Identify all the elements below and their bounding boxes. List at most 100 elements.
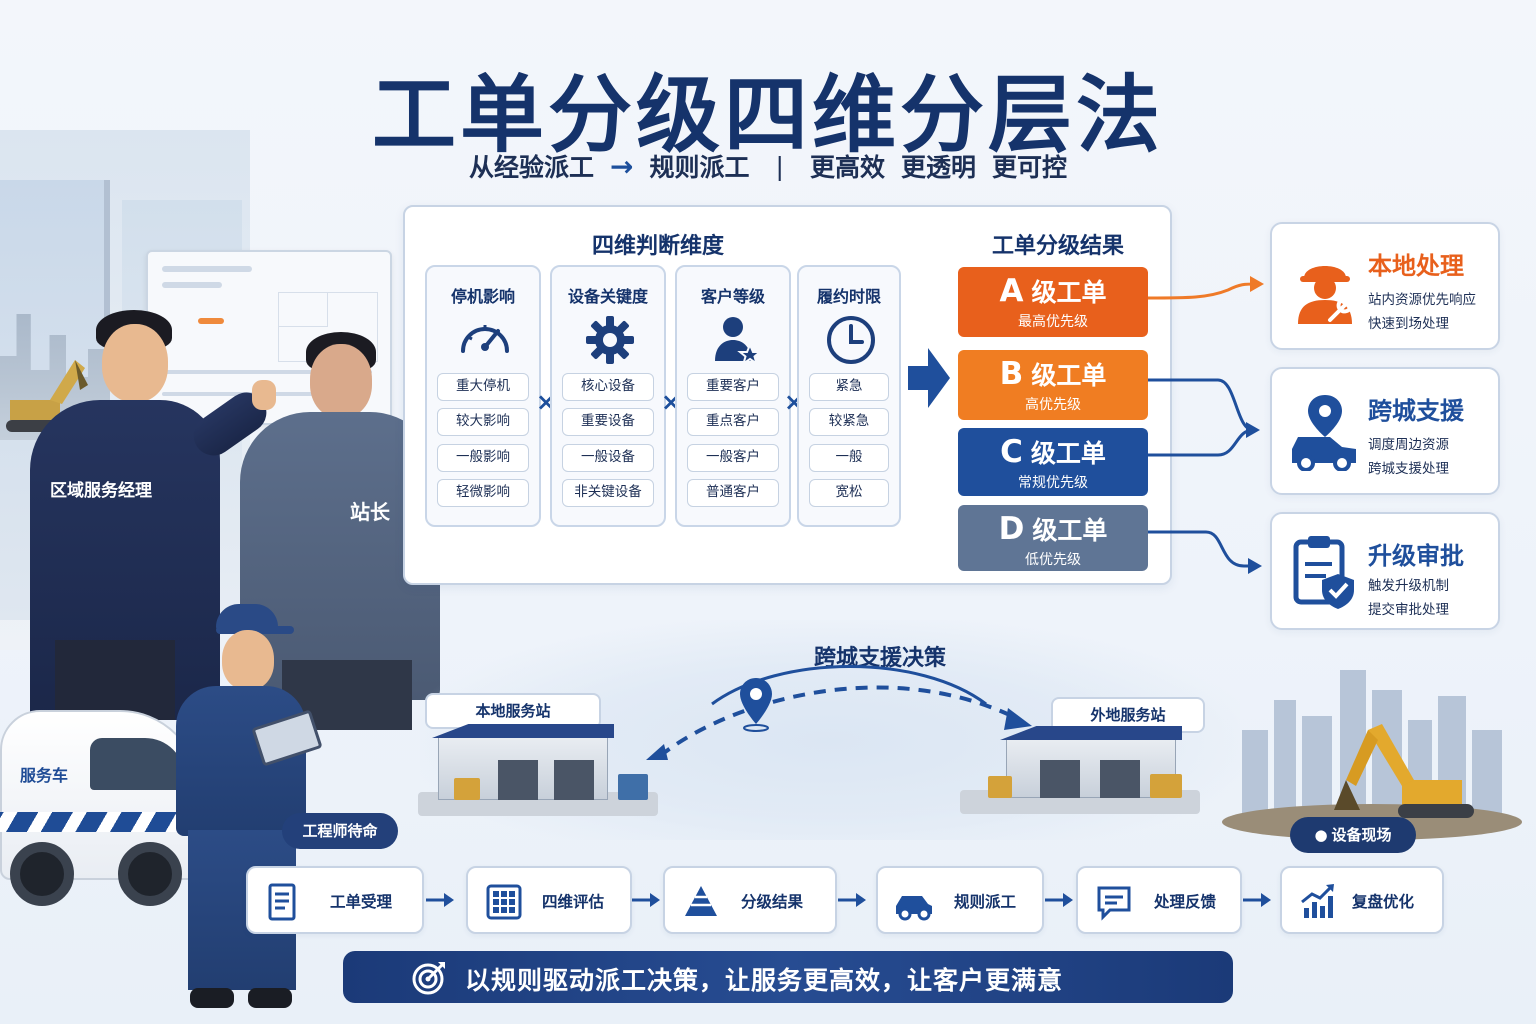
level-letter: D [998, 511, 1025, 547]
growth-chart-icon [1301, 884, 1334, 918]
dimension-column-criticality: 设备关键度 核心设备 重要设备 一般设备 非关键设备 [550, 265, 666, 527]
dimension-item: 普通客户 [687, 479, 779, 507]
dimension-item: 一般影响 [437, 444, 529, 472]
dimension-name: 设备关键度 [567, 287, 648, 306]
dimension-column-downtime: 停机影响 重大停机 较大影响 一般影响 轻微影响 [425, 265, 541, 527]
clipboard-shield-icon [1293, 536, 1354, 609]
clock-icon [827, 316, 875, 364]
subtitle-benefit: 更高效 [809, 153, 885, 182]
arrow-right-icon: → [610, 149, 634, 183]
action-title: 跨城支援 [1368, 397, 1464, 425]
van-wheel [118, 842, 182, 906]
page-subtitle: 从经验派工 → 规则派工 | 更高效 更透明 更可控 [0, 148, 1536, 184]
dimension-item: 较紧急 [809, 408, 889, 436]
truck-icon [896, 896, 932, 921]
process-step-label: 规则派工 [954, 893, 1017, 911]
gauge-icon [461, 325, 509, 353]
results-title: 工单分级结果 [991, 234, 1124, 259]
subtitle-from: 从经验派工 [469, 153, 595, 182]
van-label: 服务车 [20, 766, 69, 785]
van-window [90, 738, 185, 790]
local-station-illustration [418, 724, 658, 820]
level-letter: B [999, 356, 1024, 392]
level-letter: C [1000, 434, 1023, 470]
dimension-name: 履约时限 [816, 287, 881, 306]
equipment-site-label: 设备现场 [1331, 826, 1392, 844]
action-card-local-handling: 本地处理 站内资源优先响应 快速到场处理 [1270, 222, 1500, 350]
location-pin-icon [740, 678, 772, 732]
arrow-right-icon [838, 893, 866, 907]
arrow-right-icon [1243, 893, 1271, 907]
action-title: 升级审批 [1368, 542, 1464, 570]
dimension-item: 重点客户 [687, 408, 779, 436]
arrow-right-icon [1045, 893, 1073, 907]
target-icon [412, 962, 445, 995]
dimension-item: 紧急 [809, 373, 889, 401]
level-priority: 最高优先级 [1018, 314, 1088, 330]
process-step-label: 分级结果 [741, 893, 804, 911]
equipment-site-illustration [1222, 670, 1522, 840]
dimension-item: 一般客户 [687, 444, 779, 472]
engineer-status-pill: 工程师待命 [282, 813, 398, 849]
dimension-item: 重大停机 [437, 373, 529, 401]
process-step-review: 复盘优化 [1280, 866, 1444, 934]
process-step-label: 处理反馈 [1154, 893, 1217, 911]
engineer [170, 600, 320, 1020]
dimension-item: 核心设备 [562, 373, 654, 401]
process-step-label: 四维评估 [542, 893, 605, 911]
page-title: 工单分级四维分层法 [371, 66, 1164, 164]
level-name: 级工单 [1031, 361, 1107, 390]
subtitle-benefit: 更透明 [900, 153, 976, 182]
dimension-item: 较大影响 [437, 408, 529, 436]
dimension-column-deadline: 履约时限 紧急 较紧急 一般 宽松 [797, 265, 901, 527]
subtitle-benefit: 更可控 [991, 153, 1067, 182]
dimension-name: 客户等级 [700, 287, 765, 306]
remote-station-illustration [960, 726, 1200, 822]
action-line: 调度周边资源 [1368, 437, 1449, 453]
van-wheel [10, 842, 74, 906]
dimension-item: 重要设备 [562, 408, 654, 436]
dimension-item: 一般 [809, 444, 889, 472]
level-priority: 低优先级 [1025, 552, 1081, 568]
action-card-cross-city: 跨城支援 调度周边资源 跨城支援处理 [1270, 367, 1500, 495]
pyramid-icon [685, 886, 717, 916]
level-priority: 常规优先级 [1018, 475, 1088, 491]
dimension-item: 轻微影响 [437, 479, 529, 507]
document-icon [268, 883, 296, 921]
grid-icon [486, 884, 522, 920]
process-step-grading: 分级结果 [663, 866, 837, 934]
action-title: 本地处理 [1368, 252, 1464, 280]
process-step-intake: 工单受理 [246, 866, 424, 934]
dimension-name: 停机影响 [450, 287, 515, 306]
van-location-icon [1292, 395, 1356, 471]
subtitle-separator: | [775, 151, 784, 181]
manager-jacket-label: 区域服务经理 [50, 481, 152, 501]
level-name: 级工单 [1030, 439, 1106, 468]
chat-icon [1097, 886, 1131, 921]
local-station-label: 本地服务站 [425, 693, 601, 729]
level-letter: A [999, 273, 1024, 309]
level-priority: 高优先级 [1025, 397, 1081, 413]
process-step-label: 工单受理 [330, 893, 393, 911]
level-name: 级工单 [1032, 516, 1108, 545]
gear-icon [586, 316, 634, 364]
customer-star-icon [715, 317, 763, 366]
manager-legs [55, 640, 175, 720]
level-action-connectors [1148, 276, 1264, 574]
level-name: 级工单 [1031, 278, 1107, 307]
van-stripe [0, 812, 200, 832]
station-master-jacket-label: 站长 [350, 500, 390, 524]
action-card-escalation: 升级审批 触发升级机制 提交审批处理 [1270, 512, 1500, 630]
dimension-column-customer-level: 客户等级 重要客户 重点客户 一般客户 普通客户 [675, 265, 791, 527]
arrow-right-icon [426, 893, 454, 907]
dimension-item: 重要客户 [687, 373, 779, 401]
slogan-bar: 以规则驱动派工决策，让服务更高效，让客户更满意 [343, 951, 1233, 1003]
location-pin-icon: ● [1314, 826, 1328, 844]
arrow-right-icon [632, 893, 660, 907]
action-line: 快速到场处理 [1368, 316, 1449, 332]
equipment-site-pill: ●设备现场 [1290, 817, 1416, 853]
action-line: 站内资源优先响应 [1368, 292, 1476, 308]
dimension-item: 宽松 [809, 479, 889, 507]
